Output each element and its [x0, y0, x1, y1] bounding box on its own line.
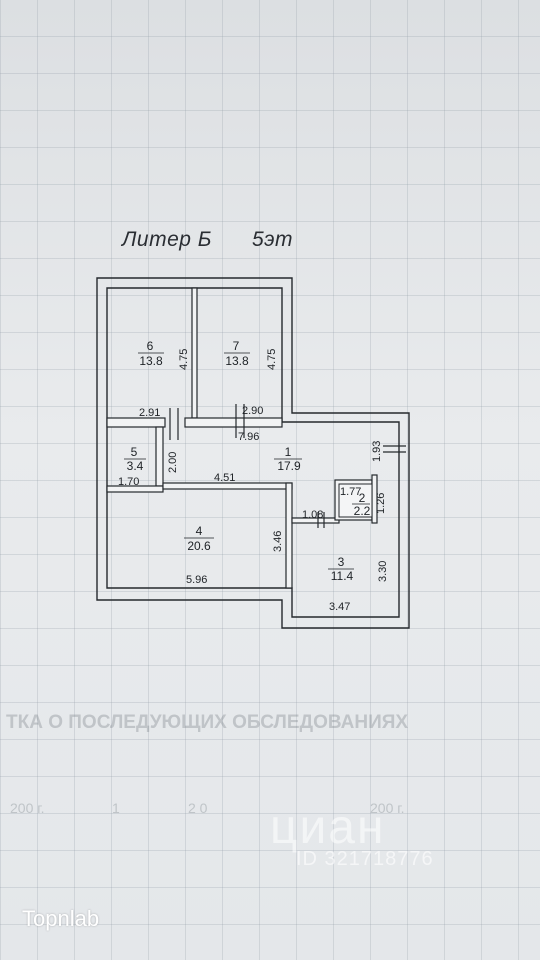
dim-room7-width: 2.90 [242, 405, 263, 417]
dim-room2-height: 1.26 [375, 493, 387, 514]
dim-passage-width: 1.08 [302, 509, 323, 521]
room2-inner [338, 483, 373, 518]
dim-room6-width: 2.91 [139, 407, 160, 419]
wall-room5-right [155, 426, 164, 487]
dim-room3-height: 3.30 [377, 561, 389, 582]
room1-area: 17.9 [277, 459, 301, 473]
opening-marks [169, 404, 406, 528]
dim-room2-width: 1.77 [340, 486, 361, 498]
wall-room4-right [285, 482, 293, 589]
room5-number: 5 [131, 445, 138, 459]
outer-wall-outline [96, 277, 410, 629]
room4-number: 4 [196, 524, 203, 538]
background-heading: ТКА О ПОСЛЕДУЮЩИХ ОБСЛЕДОВАНИЯХ [6, 712, 409, 733]
room4-area: 20.6 [187, 539, 211, 553]
room-labels: 6 13.8 7 13.8 5 3.4 1 17.9 4 20.6 2 2.2 … [124, 339, 371, 583]
room3-area: 11.4 [331, 569, 354, 583]
room6-area: 13.8 [139, 354, 163, 368]
room5-area: 3.4 [127, 459, 144, 473]
dim-room4-height: 3.46 [272, 531, 284, 552]
floor-label: 5эт [251, 228, 293, 251]
dim-room4-width: 5.96 [186, 574, 207, 586]
outer-walls [96, 277, 410, 629]
room7-number: 7 [233, 339, 240, 353]
dim-room7-height: 4.75 [266, 349, 278, 370]
wall-top-rooms-horizontal-left [106, 417, 166, 428]
room2-number: 2 [359, 491, 366, 505]
plan-title: Литер Б 5эт [122, 228, 293, 252]
inner-wall-outline [106, 287, 400, 618]
room6-number: 6 [147, 339, 154, 353]
background-row-cell-2: 1 [112, 800, 120, 816]
dim-room5-height: 2.00 [167, 452, 179, 473]
topnlab-logo: Topnlab [22, 906, 100, 931]
wall-rooms-6-7 [191, 287, 198, 419]
background-row-cell-3: 2 0 [188, 800, 208, 816]
room7-area: 13.8 [225, 354, 249, 368]
dim-room3-width: 3.47 [329, 601, 350, 613]
room2-area: 2.2 [354, 504, 371, 518]
dim-room6-height: 4.75 [178, 349, 190, 370]
dim-room5-width: 1.70 [118, 476, 139, 488]
listing-id-watermark: ID 321718776 [296, 848, 434, 870]
room3-number: 3 [338, 555, 345, 569]
cian-watermark: циан [270, 801, 386, 854]
dim-room1-height: 1.93 [371, 441, 383, 462]
wall-top-rooms-horizontal-right [184, 417, 283, 428]
room1-number: 1 [285, 445, 292, 459]
building-letter: Литер Б [122, 228, 212, 251]
background-row-cell-1: 200 г. [10, 800, 45, 816]
dim-corridor-bottom: 4.51 [214, 472, 235, 484]
dim-corridor-width: 7.96 [238, 431, 259, 443]
dimension-labels: 4.75 4.75 2.91 2.90 7.96 2.00 1.93 1.70 … [118, 349, 389, 613]
background-row-cell-4: 200 г. [370, 800, 405, 816]
